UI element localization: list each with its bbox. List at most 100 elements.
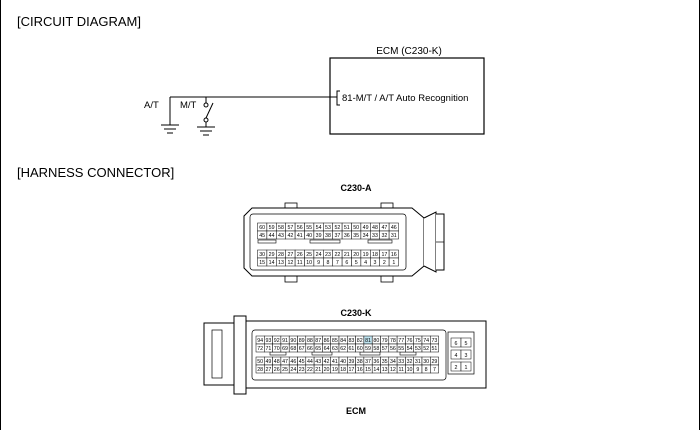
connector-k-key bbox=[269, 351, 287, 356]
connector-a-pin-label: 14 bbox=[269, 260, 275, 266]
connector-a-name: C230-A bbox=[340, 183, 372, 193]
connector-k-pin-label: 11 bbox=[399, 367, 405, 373]
at-label: A/T bbox=[144, 100, 159, 111]
connector-a-pin-label: 18 bbox=[372, 252, 378, 258]
connector-k-pin-label: 71 bbox=[265, 346, 271, 352]
ecm-box bbox=[329, 57, 485, 135]
connector-k-pin-label: 72 bbox=[257, 346, 263, 352]
connector-a-pin-label: 25 bbox=[306, 252, 312, 258]
connector-k-pin-label: 25 bbox=[282, 367, 288, 373]
connector-a-pin-label: 32 bbox=[381, 233, 387, 239]
connector-k-pin-label: 49 bbox=[265, 359, 271, 365]
connector-k-pin-label: 14 bbox=[373, 367, 379, 373]
connector-a-pin-label: 43 bbox=[278, 233, 284, 239]
connector-k-pin-label: 83 bbox=[348, 338, 354, 344]
connector-a-pin-label: 11 bbox=[297, 260, 303, 266]
connector-a-pin-label: 59 bbox=[269, 225, 275, 231]
connector-k-pin-label: 31 bbox=[415, 359, 421, 365]
connector-a-pin-label: 33 bbox=[372, 233, 378, 239]
connector-k-key bbox=[399, 351, 417, 356]
connector-a-pin-label: 60 bbox=[259, 225, 265, 231]
connector-a-shell bbox=[423, 211, 437, 273]
connector-k-pin-label: 93 bbox=[265, 338, 271, 344]
connector-a-pin-label: 10 bbox=[306, 260, 312, 266]
connector-k-pin-label: 80 bbox=[373, 338, 379, 344]
connector-k-pin-label: 63 bbox=[332, 346, 338, 352]
connector-a-pin-label: 5 bbox=[355, 260, 358, 266]
connector-k-pin-label: 57 bbox=[382, 346, 388, 352]
connector-a-pin-label: 45 bbox=[259, 233, 265, 239]
connector-a-pin-label: 31 bbox=[391, 233, 397, 239]
connector-a-pin-label: 37 bbox=[334, 233, 340, 239]
connector-k-pin-label: 65 bbox=[315, 346, 321, 352]
connector-k-pin-label: 33 bbox=[398, 359, 404, 365]
connector-k-pin-label: 51 bbox=[431, 346, 437, 352]
connector-a-pin-label: 29 bbox=[269, 252, 275, 258]
connector-k-pin-label: 22 bbox=[307, 367, 313, 373]
connector-a-pin-label: 53 bbox=[325, 225, 331, 231]
connector-a-pin-label: 13 bbox=[278, 260, 284, 266]
connector-a-key bbox=[367, 239, 393, 244]
connector-a-pin-label: 27 bbox=[287, 252, 293, 258]
connector-a-pin-label: 34 bbox=[363, 233, 369, 239]
connector-k-pin-label: 45 bbox=[299, 359, 305, 365]
connector-a-pin-label: 55 bbox=[306, 225, 312, 231]
connector-a-pin-label: 41 bbox=[297, 233, 303, 239]
connector-a-pin-cell bbox=[388, 230, 399, 240]
connector-a-pin-label: 54 bbox=[316, 225, 322, 231]
connector-k-pin-label: 26 bbox=[274, 367, 280, 373]
connector-k-pin-label: 32 bbox=[407, 359, 413, 365]
connector-k-pin-cell bbox=[430, 343, 439, 353]
connector-k-pin-label: 23 bbox=[299, 367, 305, 373]
connector-a-pin-label: 15 bbox=[259, 260, 265, 266]
connector-a-inner bbox=[249, 213, 407, 271]
harness-connector-title: [HARNESS CONNECTOR] bbox=[17, 165, 175, 180]
connector-k-pin-label: 73 bbox=[431, 338, 437, 344]
connector-k-pin-label: 30 bbox=[423, 359, 429, 365]
connector-a-pin-label: 20 bbox=[353, 252, 359, 258]
connector-a-pin-label: 39 bbox=[316, 233, 322, 239]
circuit-diagram-title: [CIRCUIT DIAGRAM] bbox=[17, 14, 141, 29]
connector-a-pin-cell bbox=[388, 257, 399, 267]
connector-k-side-pin-cell bbox=[460, 337, 472, 348]
connector-a-pin-label: 21 bbox=[344, 252, 350, 258]
connector-k-pin-label: 61 bbox=[348, 346, 354, 352]
connector-a-pin-label: 57 bbox=[287, 225, 293, 231]
connector-k-pin-label: 87 bbox=[315, 338, 321, 344]
connector-k-side-pin-label: 1 bbox=[465, 365, 468, 371]
connector-k-pin-label: 24 bbox=[290, 367, 296, 373]
connector-a-pin-label: 35 bbox=[353, 233, 359, 239]
connector-a-pin-label: 52 bbox=[334, 225, 340, 231]
connector-k-pin-label: 7 bbox=[433, 367, 436, 373]
at-ground-icon bbox=[161, 124, 179, 134]
connector-k-pin-label: 53 bbox=[415, 346, 421, 352]
connector-k-side-pin-label: 3 bbox=[465, 353, 468, 359]
connector-a-pin-label: 58 bbox=[278, 225, 284, 231]
switch-icon bbox=[205, 102, 214, 119]
connector-k-latch-inner bbox=[211, 329, 223, 379]
connector-k-pin-label: 48 bbox=[274, 359, 280, 365]
connector-k-pin-label: 76 bbox=[407, 338, 413, 344]
connector-a-pin-label: 30 bbox=[259, 252, 265, 258]
connector-k-pin-label: 59 bbox=[365, 346, 371, 352]
connector-a-pin-label: 28 bbox=[278, 252, 284, 258]
connector-k-pin-label: 44 bbox=[307, 359, 313, 365]
connector-a-pin-label: 24 bbox=[316, 252, 322, 258]
connector-k-pin-label: 39 bbox=[348, 359, 354, 365]
connector-k-pin-label: 86 bbox=[324, 338, 330, 344]
connector-a-pin-label: 8 bbox=[327, 260, 330, 266]
connector-k-pin-label: 38 bbox=[357, 359, 363, 365]
connector-a-pin-label: 49 bbox=[363, 225, 369, 231]
connector-k-pin-label: 18 bbox=[340, 367, 346, 373]
connector-k-pin-label: 52 bbox=[423, 346, 429, 352]
pin-label: 81-M/T / A/T Auto Recognition bbox=[342, 93, 468, 104]
connector-k-pin-label: 91 bbox=[282, 338, 288, 344]
connector-a-pin-label: 38 bbox=[325, 233, 331, 239]
connector-a-pin-label: 1 bbox=[392, 260, 395, 266]
connector-k-pin-label: 79 bbox=[382, 338, 388, 344]
ecm-label: ECM bbox=[346, 406, 366, 416]
connector-a-pin-label: 9 bbox=[317, 260, 320, 266]
connector-k-side-pin-label: 6 bbox=[455, 341, 458, 347]
